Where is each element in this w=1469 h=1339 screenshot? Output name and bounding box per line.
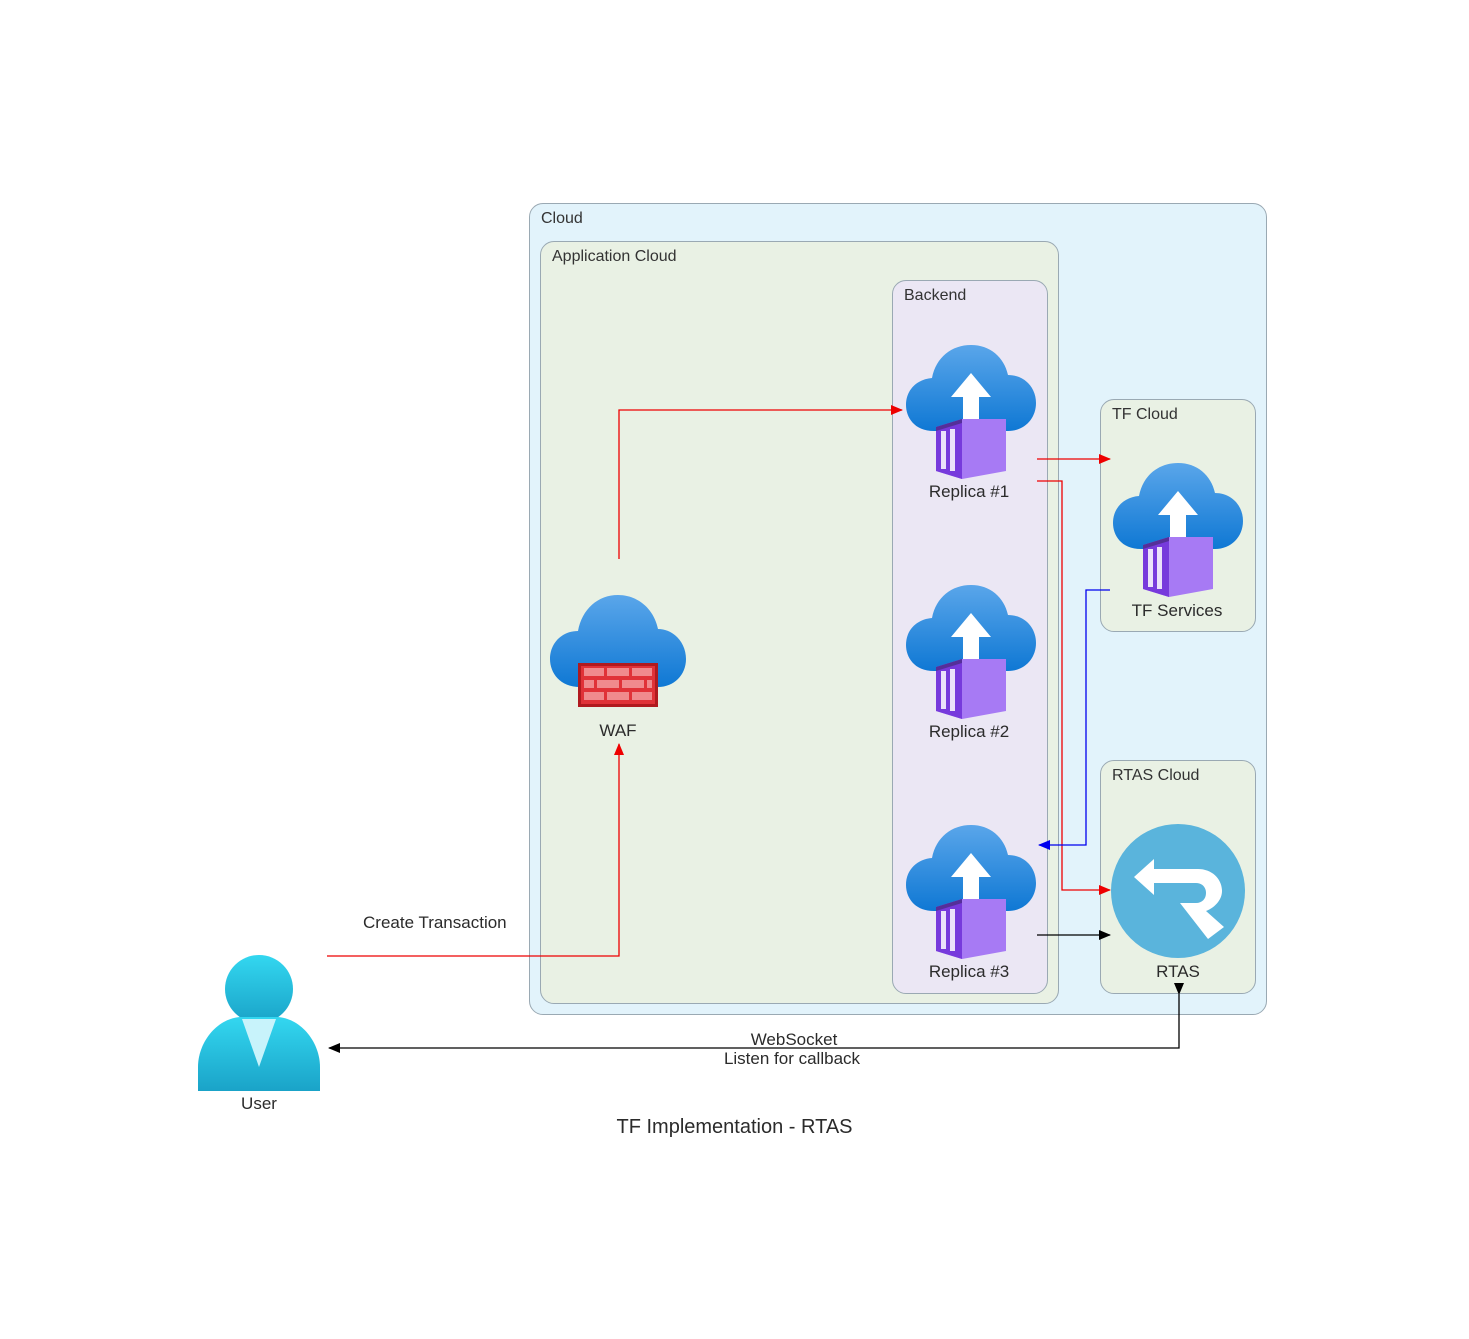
replica-3-container-icon [906,823,1036,963]
edge-waf-to-replica1 [618,405,903,559]
user-label: User [241,1094,277,1113]
edge-label-websocket: WebSocket [750,1030,838,1049]
cloud-cluster-label: Cloud [541,210,583,227]
tf-cloud-cluster-label: TF Cloud [1112,406,1178,423]
edge-rtas-websocket-user [328,983,1184,1053]
replica-2-container-icon [906,583,1036,723]
backend-cluster-label: Backend [904,287,967,304]
user-icon [198,955,320,1091]
edge-user-to-waf [327,743,624,957]
edge-label-listen-for-callback: Listen for callback [723,1049,861,1068]
replica-1-label: Replica #1 [928,482,1010,501]
replica-2-label: Replica #2 [928,722,1010,741]
rtas-logo-icon [1111,824,1245,958]
application-cloud-cluster-label: Application Cloud [552,248,677,265]
replica-3-label: Replica #3 [928,962,1010,981]
waf-label: WAF [599,721,637,740]
tf-services-container-icon [1113,461,1243,601]
edge-label-create-transaction: Create Transaction [363,913,507,932]
replica-1-container-icon [906,343,1036,483]
edge-replica1-to-rtas [1037,480,1111,895]
waf-firewall-icon [550,595,686,707]
tf-services-label: TF Services [1131,601,1223,620]
diagram-title: TF Implementation - RTAS [616,1116,853,1138]
rtas-cloud-cluster-label: RTAS Cloud [1112,767,1200,784]
edge-tf-services-to-replica3 [1038,589,1110,850]
rtas-label: RTAS [1156,962,1200,981]
